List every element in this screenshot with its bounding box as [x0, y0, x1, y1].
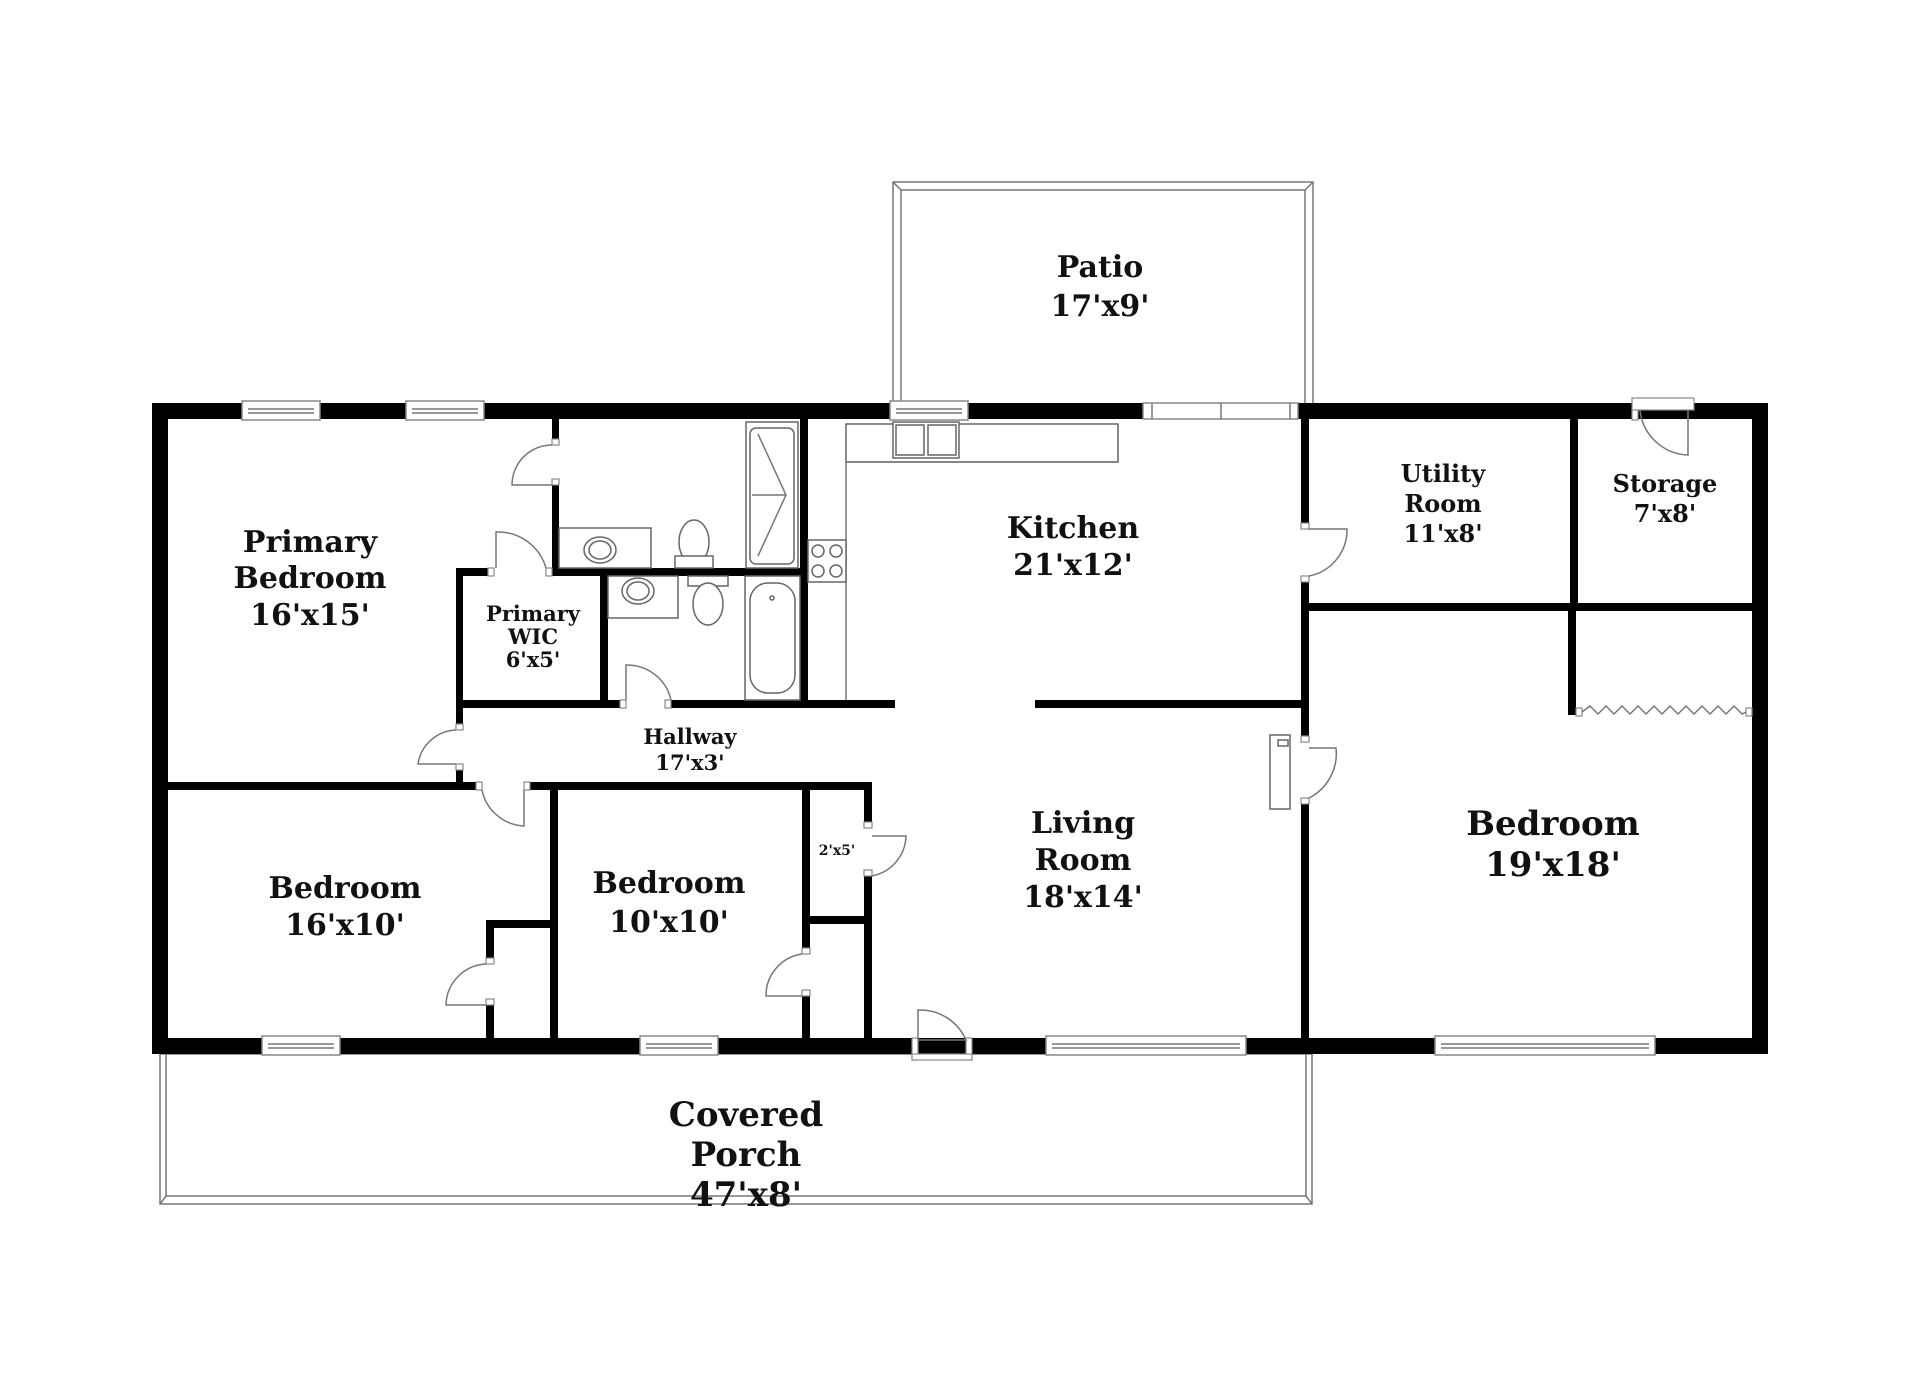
- hall-bath-fixtures: [607, 575, 801, 701]
- room-label-covered-porch: Covered Porch 47'x8': [669, 1095, 823, 1215]
- door-swing-icon: [487, 531, 553, 577]
- room-label-kitchen: Kitchen 21'x12': [1007, 511, 1139, 583]
- window-icon: [1045, 1035, 1247, 1056]
- door-swing-icon: [511, 438, 560, 486]
- bifold-door-icon: [1575, 704, 1753, 717]
- svg-text:Room: Room: [1404, 489, 1481, 518]
- svg-text:Bedroom: Bedroom: [593, 866, 746, 901]
- svg-text:Patio: Patio: [1057, 250, 1143, 285]
- room-label-utility-room: Utility Room 11'x8': [1401, 459, 1486, 548]
- room-label-patio: Patio 17'x9': [1051, 250, 1150, 324]
- door-swing-icon: [1300, 735, 1338, 805]
- sink-icon: [621, 577, 655, 605]
- svg-text:17'x9': 17'x9': [1051, 289, 1150, 324]
- window-icon: [405, 400, 485, 421]
- svg-text:18'x14': 18'x14': [1023, 880, 1143, 915]
- svg-text:Porch: Porch: [691, 1135, 802, 1175]
- svg-text:7'x8': 7'x8': [1634, 499, 1696, 528]
- svg-text:10'x10': 10'x10': [609, 905, 729, 940]
- room-label-primary-bedroom: Primary Bedroom 16'x15': [234, 525, 387, 633]
- windows: [241, 400, 1656, 1056]
- svg-text:Bedroom: Bedroom: [269, 871, 422, 906]
- toilet-icon: [674, 519, 714, 569]
- sink-icon: [892, 421, 960, 459]
- door-swing-icon: [1300, 522, 1348, 583]
- door-swing-icon: [863, 821, 907, 877]
- stove-icon: [807, 539, 847, 583]
- room-label-primary-wic: Primary WIC 6'x5': [486, 601, 581, 672]
- door-swing-icon: [765, 947, 811, 997]
- bathtub-icon: [744, 575, 801, 701]
- door-swing-icon: [619, 664, 672, 709]
- door-swing-icon: [911, 1009, 973, 1061]
- room-label-living-room: Living Room 18'x14': [1023, 806, 1143, 915]
- window-icon: [889, 400, 969, 421]
- doors: [417, 397, 1695, 1061]
- svg-text:Kitchen: Kitchen: [1007, 511, 1139, 546]
- kitchen-fixtures: [807, 421, 1119, 700]
- room-label-bedroom-16x10: Bedroom 16'x10': [269, 871, 422, 943]
- door-swing-icon: [445, 957, 495, 1006]
- svg-text:Utility: Utility: [1401, 459, 1486, 488]
- svg-text:6'x5': 6'x5': [506, 647, 561, 672]
- svg-text:WIC: WIC: [507, 624, 558, 649]
- svg-text:Primary: Primary: [486, 601, 581, 626]
- toilet-icon: [687, 575, 729, 626]
- window-icon: [261, 1035, 341, 1056]
- door-swing-icon: [417, 723, 464, 771]
- svg-text:Living: Living: [1031, 806, 1135, 841]
- svg-text:Bedroom: Bedroom: [234, 561, 387, 596]
- window-icon: [1434, 1035, 1656, 1056]
- window-icon: [1142, 402, 1299, 420]
- svg-text:16'x10': 16'x10': [285, 908, 405, 943]
- water-heater-icon: [1269, 734, 1291, 810]
- svg-text:Covered: Covered: [669, 1095, 823, 1135]
- window-icon: [241, 400, 321, 421]
- room-label-bedroom-19x18: Bedroom 19'x18': [1466, 804, 1639, 885]
- svg-text:19'x18': 19'x18': [1485, 845, 1621, 885]
- svg-text:Hallway: Hallway: [643, 724, 737, 749]
- window-icon: [639, 1035, 719, 1056]
- interior-walls: [168, 419, 1768, 1038]
- room-label-hallway: Hallway 17'x3': [643, 724, 737, 775]
- svg-text:17'x3': 17'x3': [655, 750, 724, 775]
- svg-text:Primary: Primary: [243, 525, 379, 560]
- svg-text:11'x8': 11'x8': [1403, 519, 1482, 548]
- sink-icon: [583, 536, 617, 564]
- svg-text:Room: Room: [1035, 843, 1132, 878]
- svg-text:Bedroom: Bedroom: [1466, 804, 1639, 844]
- door-swing-icon: [475, 781, 531, 827]
- svg-text:47'x8': 47'x8': [690, 1175, 802, 1215]
- svg-text:2'x5': 2'x5': [819, 843, 855, 859]
- door-swing-icon: [1631, 397, 1695, 456]
- svg-text:16'x15': 16'x15': [250, 598, 370, 633]
- room-label-storage: Storage 7'x8': [1613, 469, 1718, 528]
- exterior-walls: [152, 403, 1768, 1054]
- primary-bath-fixtures: [558, 421, 1119, 569]
- shower-icon: [745, 421, 799, 569]
- svg-text:21'x12': 21'x12': [1013, 548, 1133, 583]
- room-label-closet-2x5: 2'x5': [819, 843, 855, 859]
- svg-text:Storage: Storage: [1613, 469, 1718, 498]
- room-label-bedroom-10x10: Bedroom 10'x10': [593, 866, 746, 940]
